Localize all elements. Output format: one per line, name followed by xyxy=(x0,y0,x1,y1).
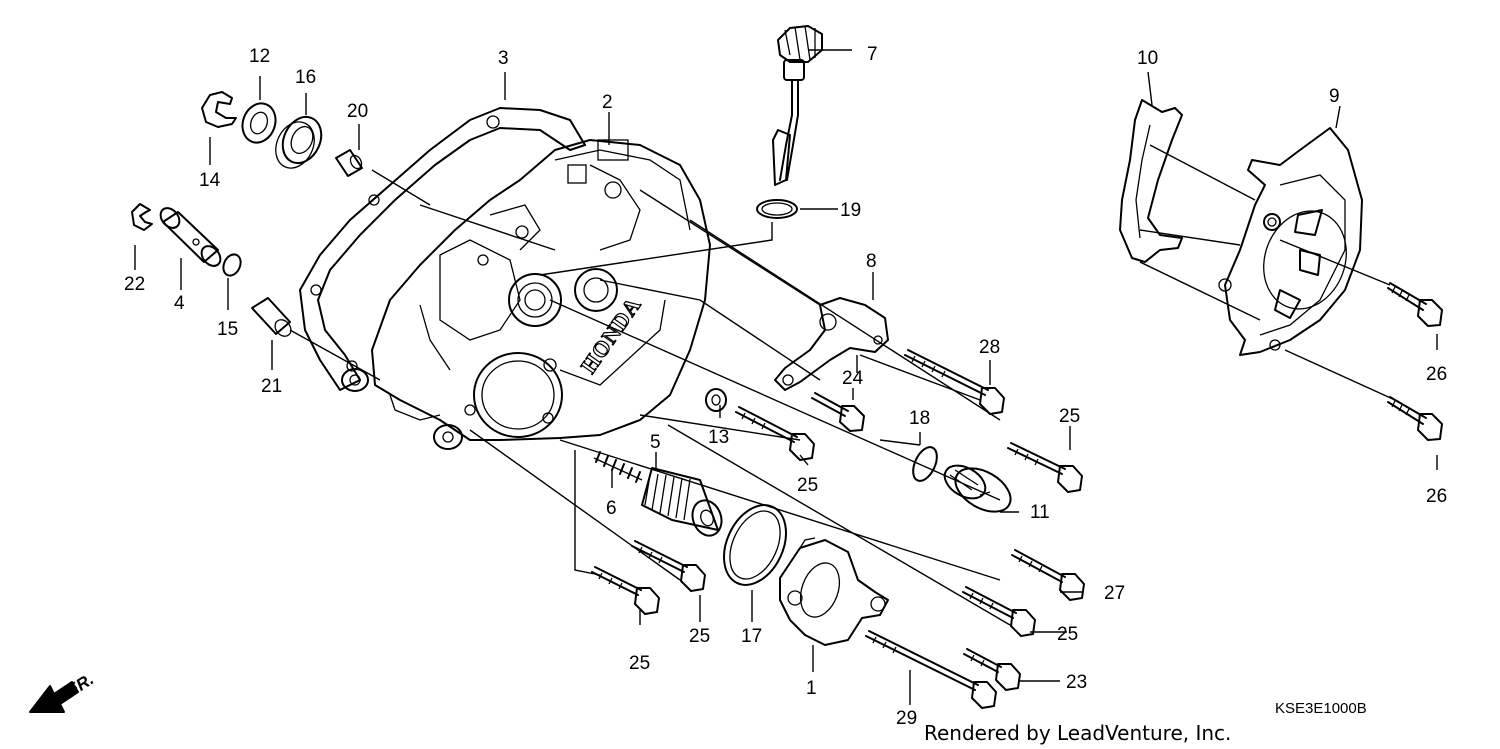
oil-dipstick xyxy=(772,25,823,186)
callout-26b: 26 xyxy=(1426,486,1447,507)
sprocket-cover xyxy=(1218,127,1363,356)
bolt-25c xyxy=(962,586,1036,637)
callout-4: 4 xyxy=(174,293,185,314)
callout-3: 3 xyxy=(498,48,509,69)
cover-gasket xyxy=(299,107,586,391)
callout-29: 29 xyxy=(896,708,917,729)
callout-23: 23 xyxy=(1066,672,1087,693)
front-direction-arrow: FR. xyxy=(29,670,97,713)
washer-13 xyxy=(705,388,727,412)
diagram-code: KSE3E1000B xyxy=(1275,700,1367,717)
bolt-27 xyxy=(1011,549,1085,601)
circlip-22 xyxy=(131,203,153,231)
oil-seal-16 xyxy=(275,115,323,169)
callout-9: 9 xyxy=(1329,86,1340,107)
washer-12 xyxy=(241,102,277,144)
o-ring-18 xyxy=(912,446,938,482)
plug-11 xyxy=(943,464,1012,513)
clutch-lever-bracket xyxy=(774,297,889,391)
callout-13: 13 xyxy=(708,427,729,448)
callout-22: 22 xyxy=(124,274,145,295)
oil-filter-5 xyxy=(641,467,723,537)
callout-20: 20 xyxy=(347,101,368,122)
callout-16: 16 xyxy=(295,67,316,88)
leader-lines xyxy=(134,49,1438,705)
bolt-29 xyxy=(865,630,997,709)
callout-12: 12 xyxy=(249,46,270,67)
o-ring-17 xyxy=(723,504,787,586)
render-credit: Rendered by LeadVenture, Inc. xyxy=(924,721,1231,745)
callout-1: 1 xyxy=(806,678,817,699)
sprocket-cover-gasket xyxy=(1119,99,1183,263)
callout-2: 2 xyxy=(602,92,613,113)
bolt-25e xyxy=(591,566,660,615)
bolt-25d xyxy=(631,540,706,592)
callout-25c: 25 xyxy=(1057,624,1078,645)
spindle-4 xyxy=(159,207,222,267)
o-ring-15 xyxy=(222,253,242,277)
callout-numbers: 1 2 3 4 5 6 7 8 9 10 11 12 13 14 15 16 1… xyxy=(124,44,1447,729)
bolt-25a xyxy=(735,406,815,461)
bolt-26b xyxy=(1387,396,1443,441)
callout-17: 17 xyxy=(741,626,762,647)
dowel-pin-20 xyxy=(335,149,363,177)
callout-21: 21 xyxy=(261,376,282,397)
dipstick-o-ring xyxy=(756,199,798,219)
callout-18: 18 xyxy=(909,408,930,429)
callout-25b: 25 xyxy=(1059,406,1080,427)
spring-6 xyxy=(593,451,643,483)
callout-8: 8 xyxy=(866,251,877,272)
callout-25e: 25 xyxy=(629,653,650,674)
callout-7: 7 xyxy=(867,44,878,65)
callout-11: 11 xyxy=(1030,502,1050,523)
callout-5: 5 xyxy=(650,432,661,453)
snap-ring xyxy=(201,91,237,128)
filter-cover-1 xyxy=(779,537,889,646)
bolt-28 xyxy=(904,349,1005,415)
callout-6: 6 xyxy=(606,498,617,519)
callout-25d: 25 xyxy=(689,626,710,647)
callout-15: 15 xyxy=(217,319,238,340)
bolt-25b xyxy=(1007,442,1083,493)
callout-24: 24 xyxy=(842,368,864,389)
callout-26a: 26 xyxy=(1426,364,1447,385)
callout-19: 19 xyxy=(840,200,861,221)
bolt-24 xyxy=(811,392,865,432)
callout-25a: 25 xyxy=(797,475,818,496)
callout-28: 28 xyxy=(979,337,1000,358)
bolt-26a xyxy=(1387,282,1443,327)
crankcase-cover: HONDA xyxy=(341,139,711,450)
callout-14: 14 xyxy=(199,170,221,191)
callout-27: 27 xyxy=(1104,583,1125,604)
bolt-23 xyxy=(963,648,1021,691)
dowel-pin-21 xyxy=(251,297,292,337)
callout-10: 10 xyxy=(1137,48,1158,69)
